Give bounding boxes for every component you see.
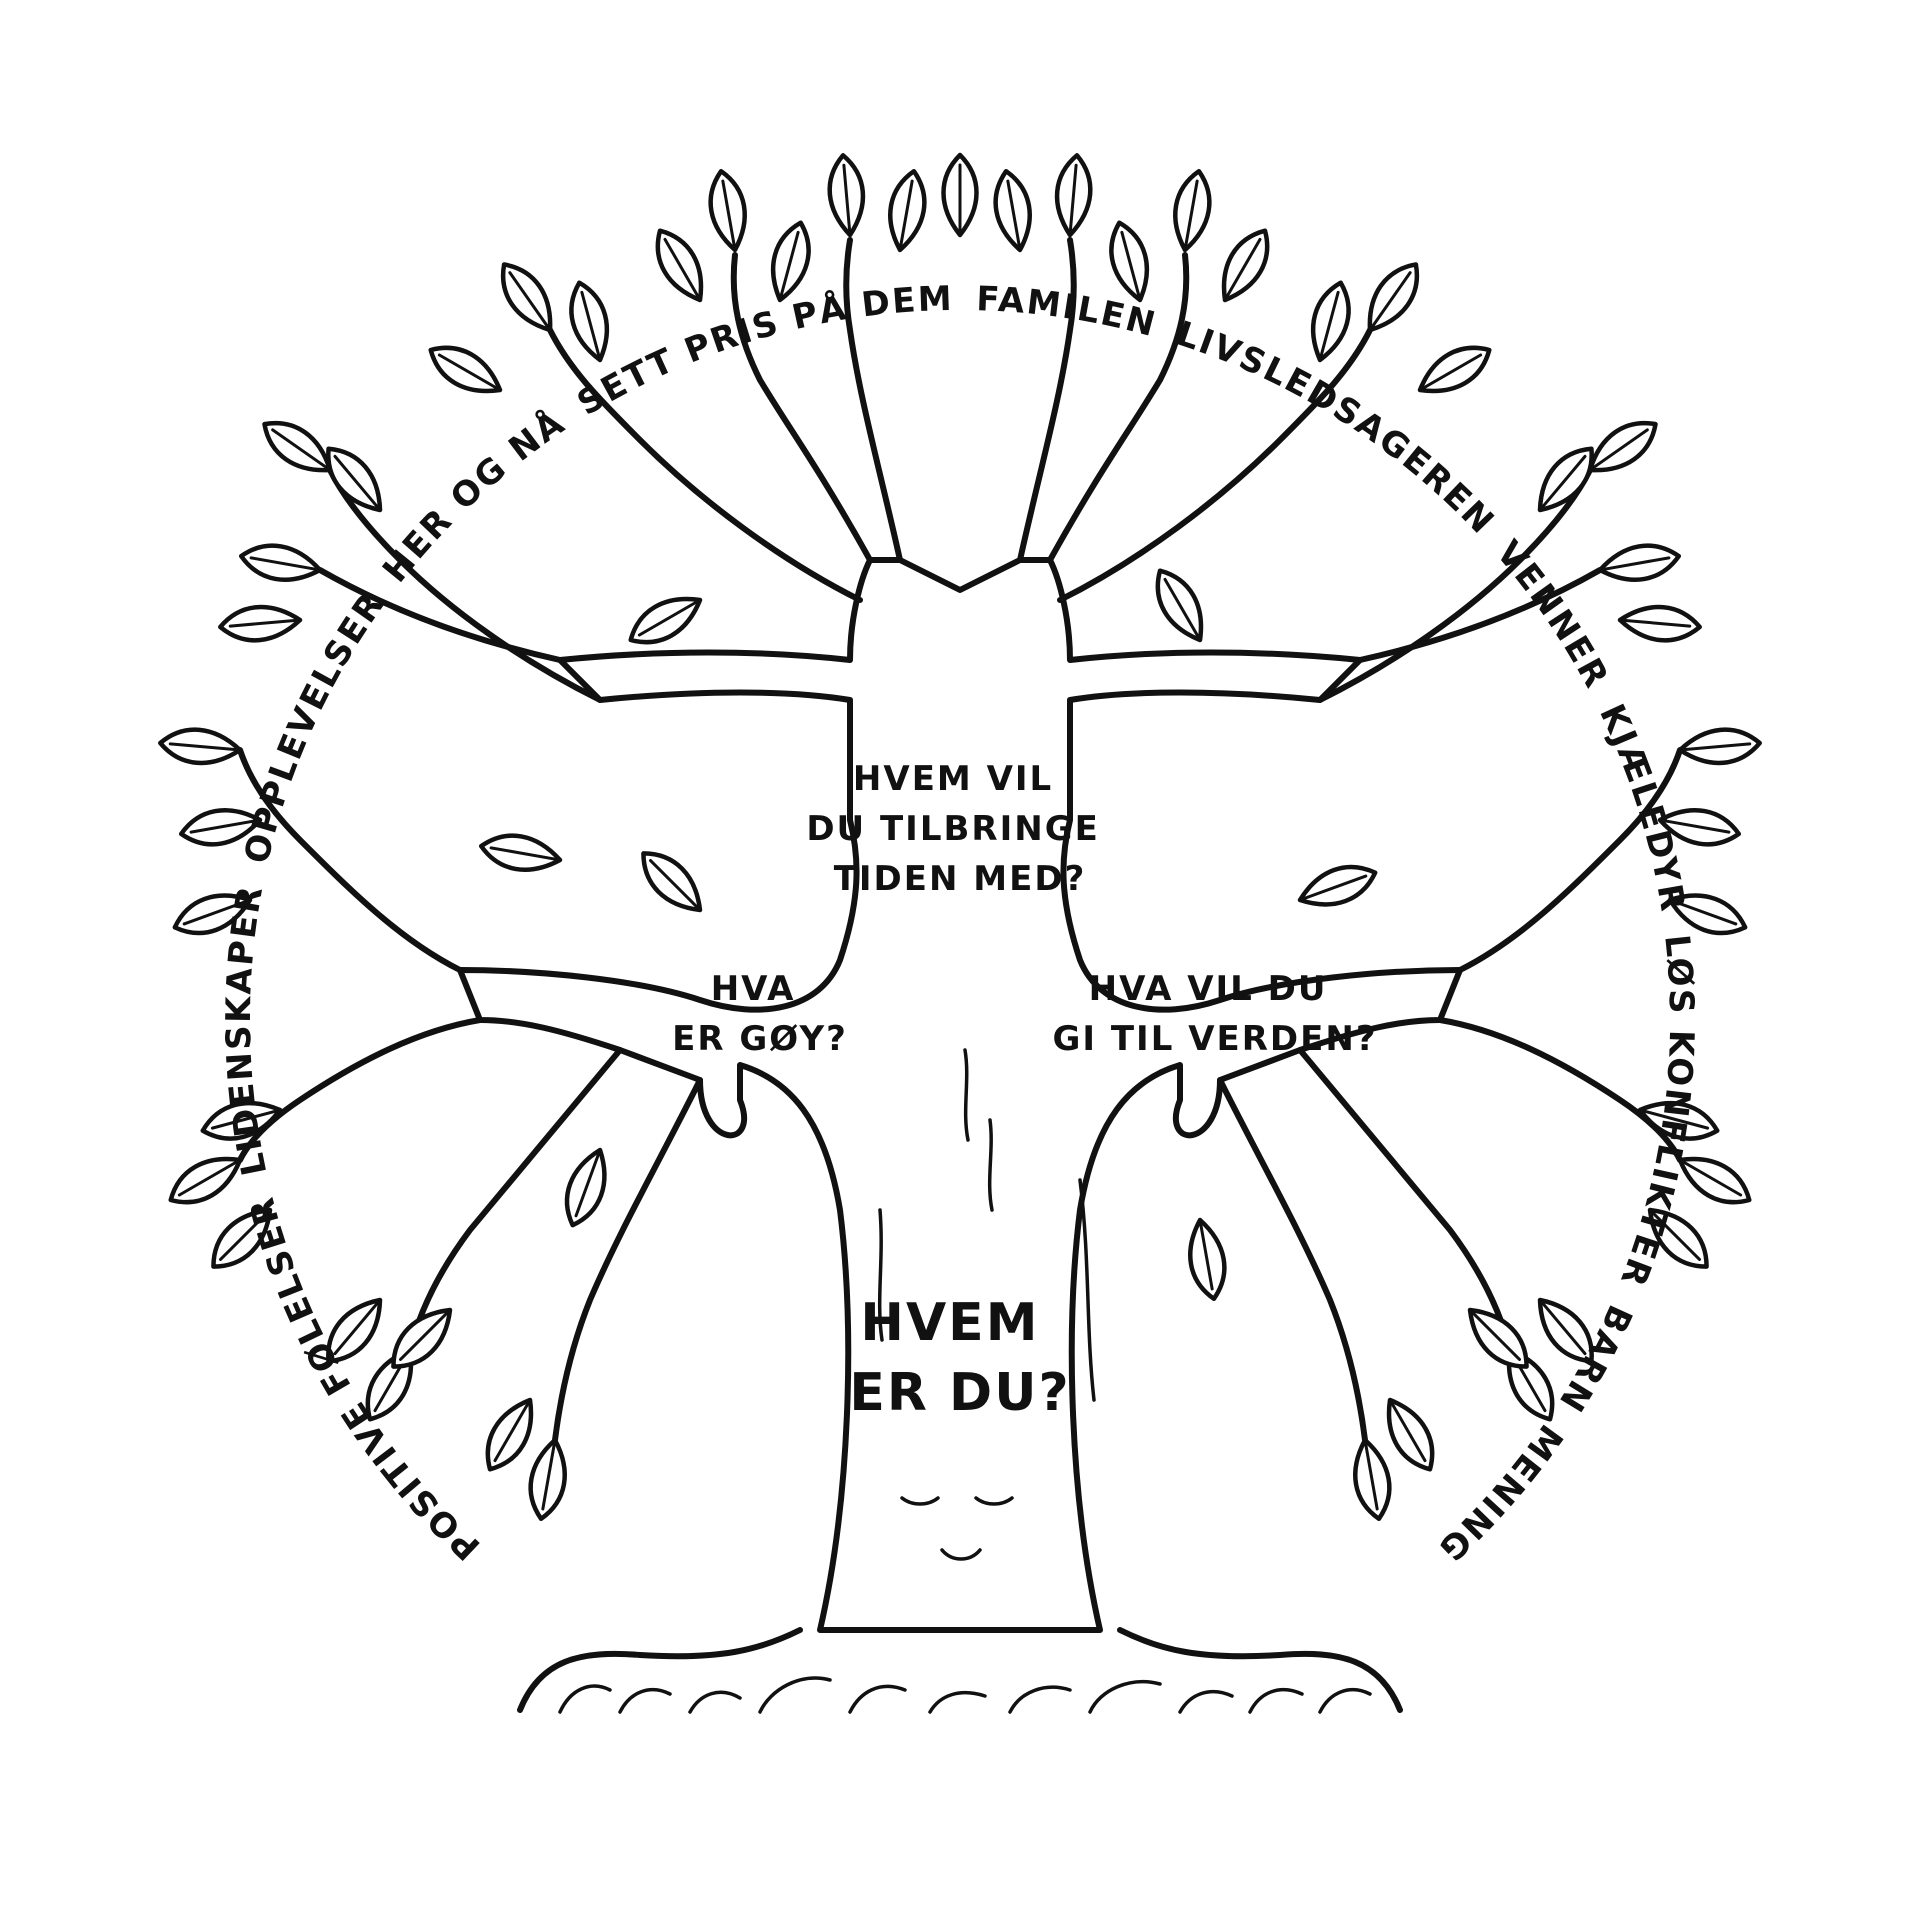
ring-word-1: POSITIVE FØLELSER: [242, 1192, 488, 1568]
tree-trunk: [457, 557, 1463, 1633]
ring-word-12: MENING: [1430, 1417, 1571, 1570]
question-center: HVEM ER DU?: [849, 1293, 1070, 1423]
tree-branches: [237, 237, 1683, 1443]
ring-word-5: SETT PRIS PÅ DEM: [571, 279, 955, 424]
question-top-line-2: DU TILBRINGE: [806, 809, 1100, 849]
question-top: HVEM VIL DU TILBRINGE TIDEN MED?: [806, 759, 1113, 899]
ring-word-16: VANER: [0, 0, 15, 9]
question-center-line-1: HVEM: [860, 1293, 1039, 1353]
ring-word-9: KJÆLEDYR: [1591, 698, 1693, 916]
tree-leaves: [158, 152, 1762, 1522]
question-right-line-1: HVA VIL DU: [1089, 969, 1328, 1009]
question-left: HVA ER GØY?: [672, 969, 848, 1059]
ring-word-4: HER OG NÅ: [375, 402, 573, 591]
question-center-line-2: ER DU?: [849, 1363, 1070, 1423]
question-left-line-2: ER GØY?: [672, 1019, 848, 1059]
question-top-line-1: HVEM VIL: [853, 759, 1053, 799]
question-right: HVA VIL DU GI TIL VERDEN?: [1052, 969, 1377, 1059]
question-top-line-3: TIDEN MED?: [834, 859, 1087, 899]
tree-roots: [517, 1627, 1403, 1714]
ring-word-7: LIVSLEDSAGEREN: [1171, 314, 1502, 543]
question-left-line-1: HVA: [711, 969, 796, 1009]
ring-word-14: KROPP OG SINN: [0, 0, 15, 9]
ring-word-15: DET DU VIL ENDRE: [0, 0, 15, 9]
ring-word-13: FORVENTNINGER: [0, 0, 15, 9]
tree-face: [900, 1496, 1014, 1561]
question-right-line-2: GI TIL VERDEN?: [1052, 1019, 1377, 1059]
